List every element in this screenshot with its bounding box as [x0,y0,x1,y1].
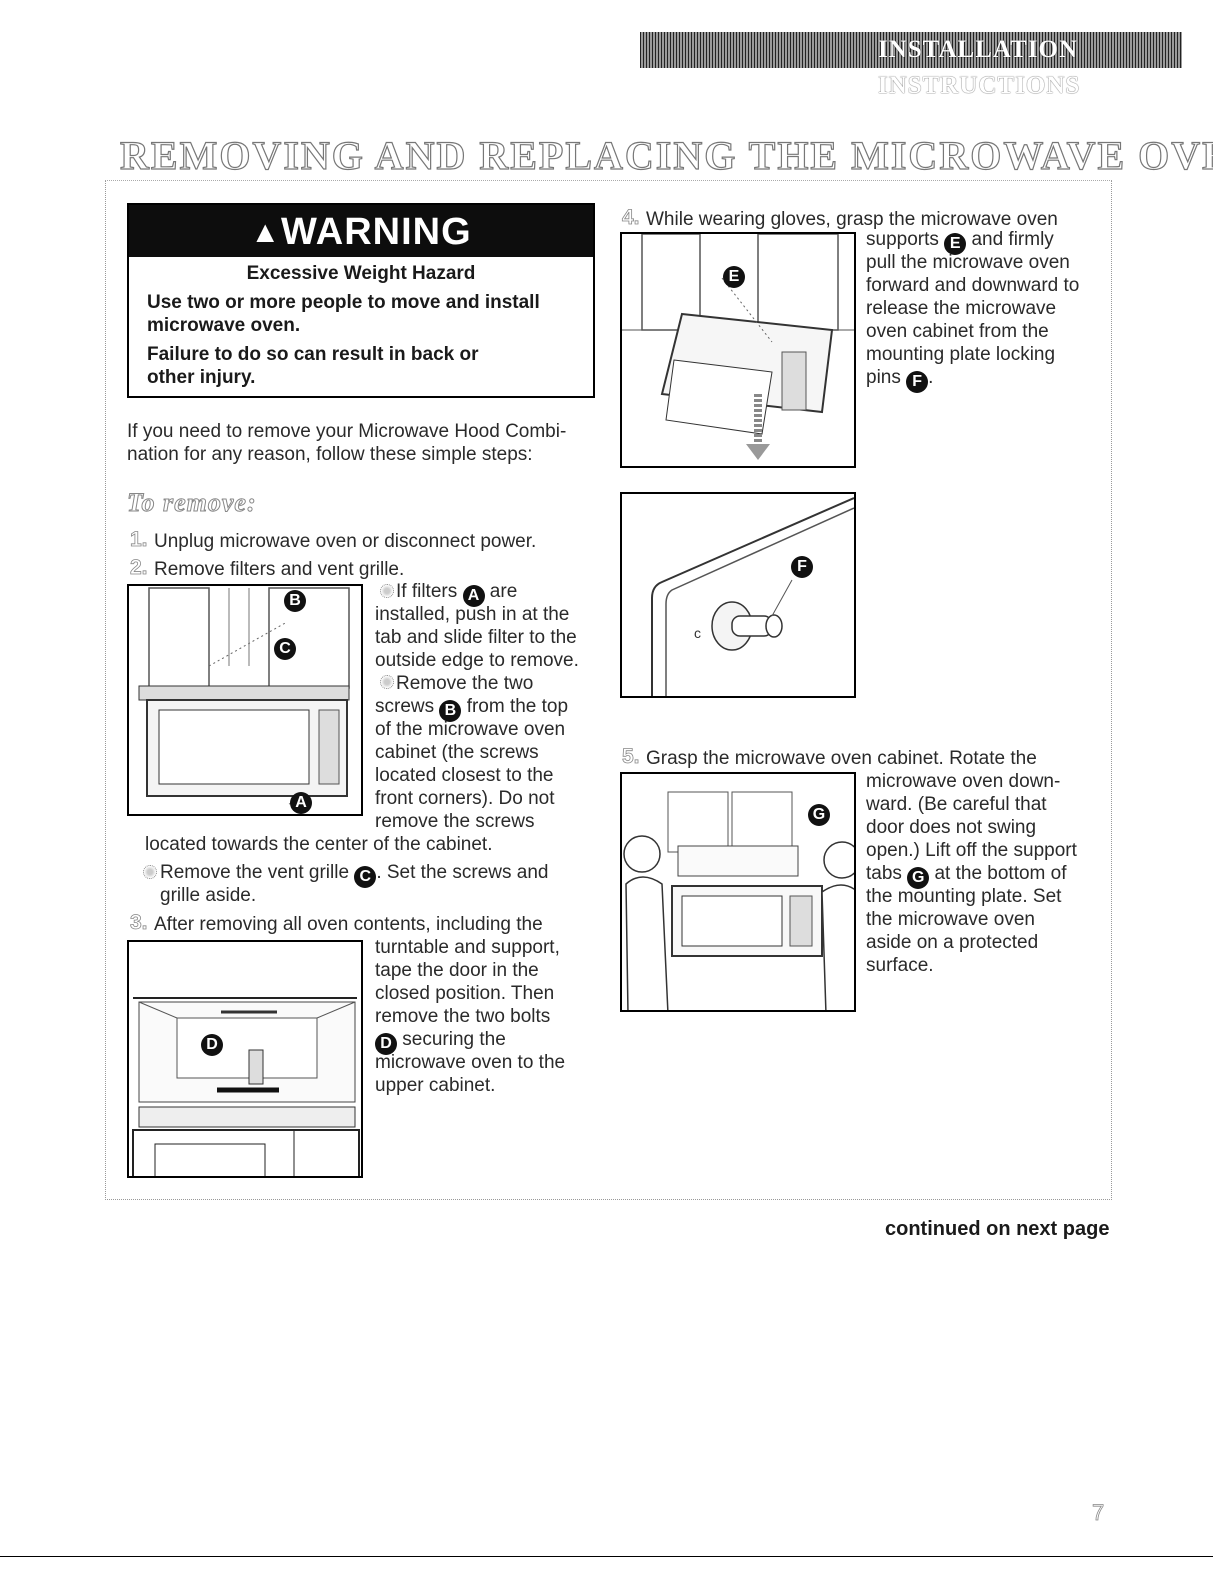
step-text: upper cabinet. [375,1075,496,1096]
figure-bolts: D [127,940,363,1178]
step-text: mounting plate locking [866,344,1056,365]
header-band [640,32,1182,68]
step-text: remove the screws [375,811,535,832]
step-text: Remove the two [396,673,534,694]
warning-box: ▲WARNING Excessive Weight Hazard Use two… [127,203,595,398]
step-text: turntable and support, [375,937,560,958]
step-text: of the microwave oven [375,719,566,740]
warning-hazard: Excessive Weight Hazard [246,263,476,284]
warning-heading: ▲WARNING [129,205,593,257]
callout-d: D [201,1034,223,1056]
callout-c: C [274,638,296,660]
bullet-icon [143,865,157,879]
step-text: installed, push in at the [375,604,570,625]
step-text: outside edge to remove. [375,650,579,671]
step-text: Grasp the microwave oven cabinet. Rotate… [646,748,1037,769]
header-title: INSTALLATION INSTRUCTIONS [878,36,1081,99]
step-number: 2. [130,556,148,580]
page-title: REMOVING AND REPLACING THE MICROWAVE OVE… [119,132,1213,178]
step-text: the mounting plate. Set [866,886,1062,907]
step-text: supports E and firmly [866,228,1054,255]
step-text: tab and slide filter to the [375,627,577,648]
intro-line: nation for any reason, follow these simp… [127,444,533,465]
warning-line: Failure to do so can result in back or [147,344,479,365]
step-text: microwave oven down- [866,771,1061,792]
warning-triangle-icon: ▲ [250,216,282,249]
step-text: grille aside. [160,885,257,906]
callout-b: B [284,590,306,612]
step-text: pins F. [866,366,933,393]
step-text: the microwave oven [866,909,1035,930]
step-text: screws B from the top [375,695,568,722]
step-number: 5. [622,745,640,769]
intro-line: If you need to remove your Microwave Hoo… [127,421,567,442]
callout-f: F [906,371,929,393]
bullet-icon [380,584,394,598]
step-text: forward and downward to [866,275,1080,296]
step-text: tabs G at the bottom of [866,862,1067,889]
callout-f: F [791,556,813,578]
figure-lift-off: G [620,772,856,1012]
step-number: 3. [130,911,148,935]
step-text: closed position. Then [375,983,555,1004]
callout-a: A [462,585,485,607]
callout-a: A [290,792,312,814]
section-heading: To remove: [127,488,257,518]
step-text: Remove filters and vent grille. [154,559,405,580]
step-text: located closest to the [375,765,554,786]
figure-pull-forward: E [620,232,856,468]
step-number: 4. [622,206,640,230]
step-text: surface. [866,955,934,976]
callout-b: B [439,700,462,722]
step-text: located towards the center of the cabine… [145,834,493,855]
bottom-rule [0,1556,1213,1557]
step-text: release the microwave [866,298,1057,319]
callout-g: G [907,867,930,889]
content-frame [105,180,1112,1200]
figure-filters-screws: B C A [127,584,363,816]
step-text: If filters A are [396,580,517,607]
bullet-icon [380,675,394,689]
step-text: Remove the vent grille C. Set the screws… [160,861,548,888]
svg-text:c: c [694,625,701,641]
callout-c: C [354,866,377,888]
step-text: ward. (Be careful that [866,794,1047,815]
step-number: 1. [130,528,148,552]
step-text: While wearing gloves, grasp the microwav… [646,209,1058,230]
step-text: front corners). Do not [375,788,555,809]
page-number: 7 [1092,1500,1105,1526]
callout-e: E [723,266,745,288]
callout-g: G [808,804,830,826]
warning-line: other injury. [147,367,256,388]
step-text: open.) Lift off the support [866,840,1077,861]
callout-d: D [375,1033,397,1055]
callout-e: E [944,233,967,255]
step-text: Unplug microwave oven or disconnect powe… [154,531,537,552]
warning-line: Use two or more people to move and insta… [147,292,540,313]
step-text: aside on a protected [866,932,1039,953]
step-text: D securing the [375,1028,506,1055]
step-text: microwave oven to the [375,1052,566,1073]
step-text: remove the two bolts [375,1006,551,1027]
step-text: After removing all oven contents, includ… [154,914,543,935]
figure-locking-pin: c F [620,492,856,698]
step-text: oven cabinet from the [866,321,1049,342]
warning-line: microwave oven. [147,315,301,336]
step-text: tape the door in the [375,960,539,981]
step-text: cabinet (the screws [375,742,539,763]
step-text: door does not swing [866,817,1037,838]
continued-note: continued on next page [885,1218,1110,1240]
step-text: pull the microwave oven [866,252,1070,273]
